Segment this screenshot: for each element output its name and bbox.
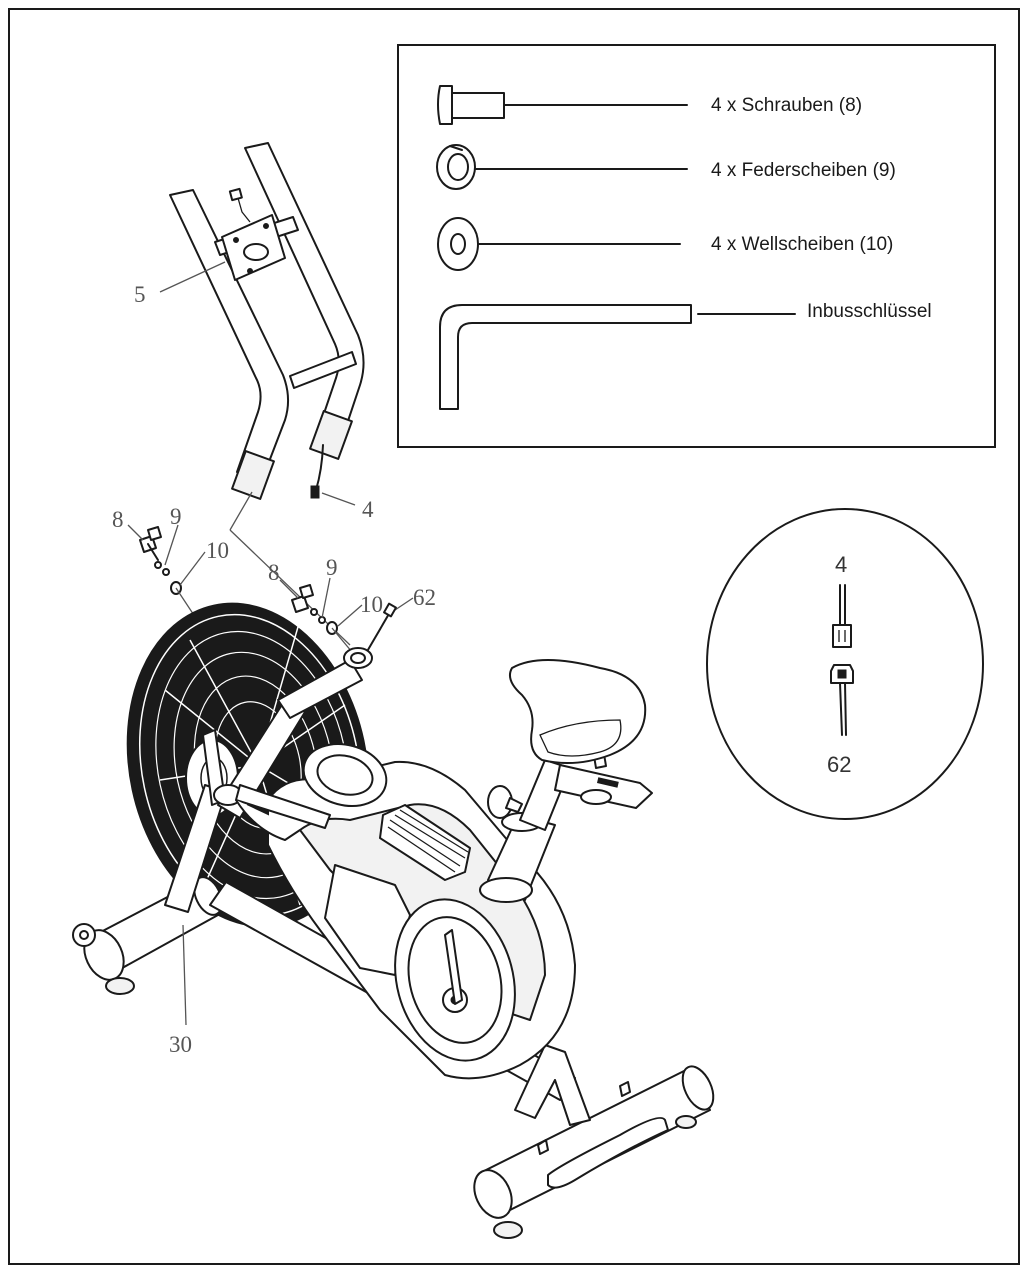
- callout-wave-washer-right: 10: [360, 592, 383, 617]
- connector-plug-icon: [832, 584, 852, 648]
- leader-8-left: [127, 524, 144, 541]
- leader-30: [182, 924, 187, 1026]
- rear-support: [514, 1044, 591, 1126]
- callout-spring-washer-left: 9: [170, 504, 182, 529]
- callout-wave-washer-left: 10: [206, 538, 229, 563]
- page-frame: [8, 8, 1020, 1265]
- air-bike: 30: [72, 602, 715, 1239]
- connector-label-bottom: 62: [827, 752, 851, 777]
- leader-8-right: [279, 579, 299, 599]
- callout-bolt-left: 8: [112, 507, 124, 532]
- frame-post: [164, 647, 373, 913]
- handlebar-assembly: [169, 142, 365, 500]
- connector-label-top: 4: [835, 552, 847, 577]
- connector-socket-icon: [830, 664, 854, 736]
- leader-handlebar-down: [229, 491, 253, 531]
- parts-item-label: 4 x Federscheiben (9): [711, 160, 896, 181]
- spring-washer-icon: [436, 144, 688, 190]
- parts-box: 4 x Schrauben (8) 4 x Federscheiben (9) …: [397, 44, 996, 448]
- parts-item-label: 4 x Schrauben (8): [711, 95, 862, 116]
- front-stabilizer: [72, 876, 223, 995]
- frame-body: [267, 743, 576, 1080]
- parts-item-label: Inbusschlüssel: [807, 301, 932, 322]
- bolt-icon: [437, 85, 688, 125]
- rear-stabilizer: [473, 1065, 715, 1239]
- callout-cable-upper: 4: [362, 497, 374, 522]
- leader-4: [321, 492, 356, 506]
- leader-10-left: [179, 551, 206, 586]
- wave-washer-icon: [437, 217, 681, 271]
- callout-spring-washer-right: 9: [326, 555, 338, 580]
- callout-bolt-right: 8: [268, 560, 280, 585]
- leader-10-right: [337, 604, 363, 627]
- connector-detail: 4 62: [706, 508, 984, 820]
- leader-9-left: [164, 524, 179, 566]
- callout-cable-lower: 62: [413, 585, 436, 610]
- leader-9-right: [321, 577, 331, 619]
- saddle: [509, 659, 647, 764]
- seat-slider: [554, 753, 653, 809]
- leader-5: [159, 261, 226, 293]
- callout-handlebar: 5: [134, 282, 146, 307]
- callout-frame-post: 30: [169, 1032, 192, 1057]
- seat-post: [479, 759, 571, 903]
- allen-key-icon: [439, 304, 796, 410]
- parts-item-label: 4 x Wellscheiben (10): [711, 234, 893, 255]
